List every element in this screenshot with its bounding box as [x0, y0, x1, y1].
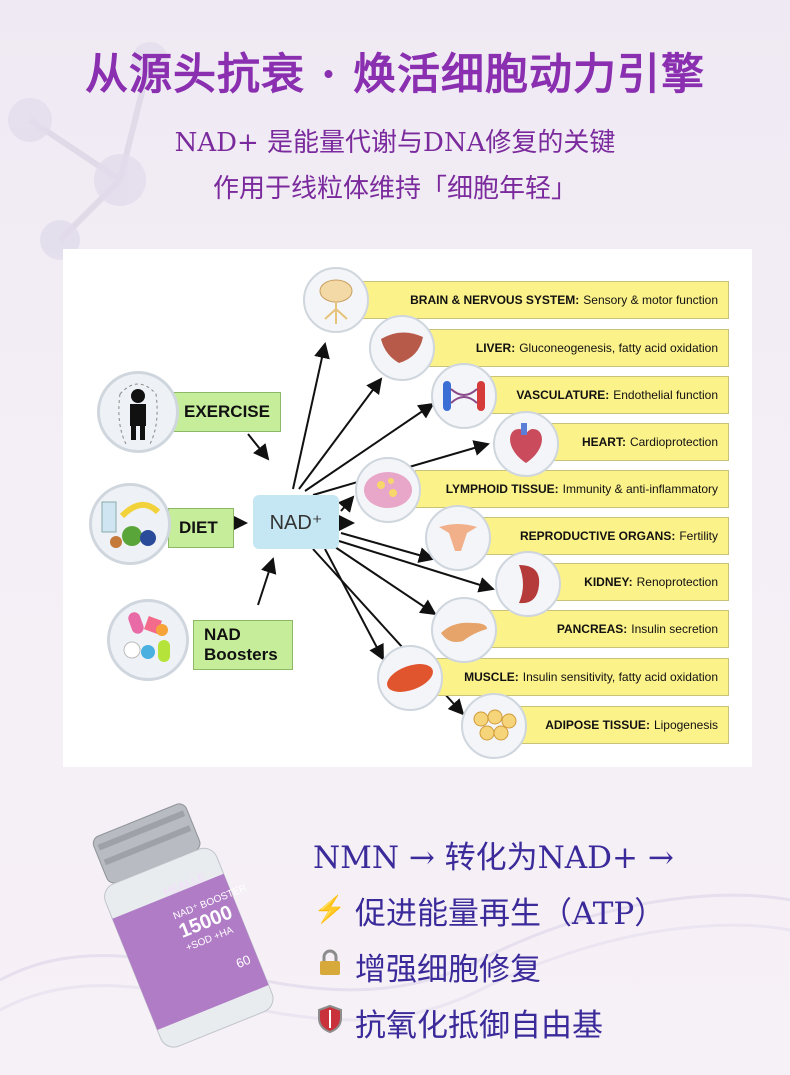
liver-icon — [369, 315, 435, 381]
brain-icon — [303, 267, 369, 333]
organ-row-pancreas: PANCREAS:Insulin secretion — [468, 610, 729, 648]
organ-effect: Fertility — [679, 529, 718, 543]
organ-row-lymphoid: LYMPHOID TISSUE:Immunity & anti-inflamma… — [415, 470, 729, 508]
muscle-icon — [377, 645, 443, 711]
benefit-list: NMN → 转化为NAD+ → ⚡ 促进能量再生（ATP） 增强细胞修复 抗氧化抵… — [313, 826, 674, 1050]
benefit-item-nmn: NMN → 转化为NAD+ → — [313, 826, 674, 882]
organ-row-heart: HEART:Cardioprotection — [533, 423, 729, 461]
organ-name: KIDNEY: — [584, 575, 633, 589]
organ-row-kidney: KIDNEY:Renoprotection — [533, 563, 729, 601]
heart-icon — [493, 411, 559, 477]
subtitle-line-1: NAD+ 是能量代谢与DNA修复的关键 — [174, 128, 616, 158]
organ-effect: Renoprotection — [636, 575, 718, 589]
vessel-icon — [431, 363, 497, 429]
organ-name: LIVER: — [475, 341, 516, 355]
organ-effect: Gluconeogenesis, fatty acid oxidation — [519, 341, 718, 355]
organ-effect: Insulin secretion — [631, 622, 718, 636]
organ-effect: Insulin sensitivity, fatty acid oxidatio… — [522, 670, 718, 684]
benefit-text: 增强细胞修复 — [355, 951, 541, 988]
organ-name: BRAIN & NERVOUS SYSTEM: — [410, 293, 580, 307]
organ-name: ADIPOSE TISSUE: — [545, 718, 650, 732]
organ-effect: Cardioprotection — [629, 435, 718, 449]
lock-icon — [313, 949, 347, 984]
exercise-icon — [97, 371, 179, 453]
organ-name: VASCULATURE: — [516, 388, 610, 402]
subtitle-line-2: 作用于线粒体维持「细胞年轻」 — [212, 174, 577, 204]
shield-icon — [313, 1004, 347, 1041]
organ-name: PANCREAS: — [556, 622, 628, 636]
input-diet: DIET — [168, 508, 234, 548]
organ-row-muscle: MUSCLE:Insulin sensitivity, fatty acid o… — [413, 658, 729, 696]
organ-row-reproductive: REPRODUCTIVE ORGANS:Fertility — [458, 517, 729, 555]
organ-row-vasculature: VASCULATURE:Endothelial function — [473, 376, 729, 414]
benefit-item-antioxidant: 抗氧化抵御自由基 — [313, 994, 674, 1050]
organ-name: LYMPHOID TISSUE: — [445, 482, 559, 496]
nad-center-node: NAD⁺ — [253, 495, 339, 549]
product-bottle-image: HEALLÉ NAD⁺ BOOSTER 15000 +SOD +HA 60 — [90, 800, 280, 1050]
organ-name: REPRODUCTIVE ORGANS: — [519, 529, 676, 543]
organ-row-brain: BRAIN & NERVOUS SYSTEM:Sensory & motor f… — [361, 281, 729, 319]
kidney-icon — [495, 551, 561, 617]
input-nad-boosters: NAD Boosters — [193, 620, 293, 670]
benefit-text: NMN → 转化为NAD+ → — [313, 839, 674, 876]
input-label: EXERCISE — [184, 402, 270, 421]
page-title: 从源头抗衰 · 焕活细胞动力引擎 — [85, 50, 705, 100]
benefit-item-energy: ⚡ 促进能量再生（ATP） — [313, 882, 674, 938]
diet-icon — [89, 483, 171, 565]
bottle-illustration — [92, 803, 274, 1048]
organ-effect: Immunity & anti-inflammatory — [562, 482, 718, 496]
input-label-line2: Boosters — [204, 645, 278, 664]
uterus-icon — [425, 505, 491, 571]
pills-icon — [107, 599, 189, 681]
lightning-icon: ⚡ — [313, 895, 347, 925]
nad-diagram-panel: BRAIN & NERVOUS SYSTEM:Sensory & motor f… — [63, 249, 752, 767]
organ-name: MUSCLE: — [464, 670, 519, 684]
organ-effect: Lipogenesis — [653, 718, 718, 732]
organ-effect: Sensory & motor function — [583, 293, 718, 307]
input-label-line1: NAD — [204, 625, 241, 644]
benefit-item-repair: 增强细胞修复 — [313, 938, 674, 994]
benefit-text: 抗氧化抵御自由基 — [355, 1007, 603, 1044]
organ-name: HEART: — [581, 435, 626, 449]
adipose-icon — [461, 693, 527, 759]
input-exercise: EXERCISE — [173, 392, 281, 432]
lymph-icon — [355, 457, 421, 523]
input-label: DIET — [179, 518, 218, 537]
pancreas-icon — [431, 597, 497, 663]
organ-row-liver: LIVER:Gluconeogenesis, fatty acid oxidat… — [408, 329, 729, 367]
organ-effect: Endothelial function — [613, 388, 718, 402]
benefit-text: 促进能量再生（ATP） — [355, 895, 666, 932]
